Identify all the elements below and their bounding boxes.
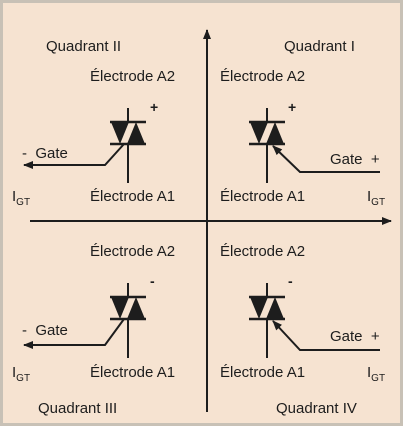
gate-current-arrow-q2 [23, 143, 125, 169]
q4-igt-main: I [367, 364, 372, 381]
q1-gate-label: Gate + [330, 151, 380, 169]
q4-gate-label: Gate + [330, 328, 380, 346]
q2-igt-main: I [12, 188, 17, 205]
q3-electrode-a1-label: Électrode A1 [90, 364, 176, 381]
q2-a2-polarity: + [150, 99, 159, 115]
q2-electrode-a1-label: Électrode A1 [90, 188, 176, 205]
q2-gate-label: - Gate [22, 145, 68, 163]
quadrant-iv-title: Quadrant IV [276, 400, 357, 417]
q3-gate-text: Gate [35, 322, 68, 339]
q3-igt-sub: GT [16, 373, 31, 384]
q3-igt-main: I [12, 364, 17, 381]
q4-igt-label: IGT [367, 364, 385, 388]
quadrant-i-title: Quadrant I [284, 38, 355, 55]
q4-electrode-a2-label: Électrode A2 [220, 243, 306, 260]
q4-gate-sign: + [370, 328, 380, 345]
triac-symbol-q2 [110, 108, 146, 183]
q1-igt-label: IGT [367, 188, 385, 212]
q4-a2-polarity: - [288, 273, 293, 289]
gate-current-arrow-q3 [23, 318, 125, 349]
q3-electrode-a2-label: Électrode A2 [90, 243, 176, 260]
q1-gate-text: Gate [330, 151, 363, 168]
q4-electrode-a1-label: Électrode A1 [220, 364, 306, 381]
triac-symbol-q3 [110, 283, 146, 358]
q3-igt-label: IGT [12, 364, 30, 388]
q1-electrode-a2-label: Électrode A2 [220, 68, 306, 85]
triac-symbol-q4 [249, 283, 285, 358]
gate-current-arrow-q1 [272, 145, 380, 173]
q1-a2-polarity: + [288, 99, 297, 115]
q3-gate-label: - Gate [22, 322, 68, 340]
q1-igt-sub: GT [371, 197, 386, 208]
q3-gate-sign: - [22, 322, 27, 339]
q3-a2-polarity: - [150, 273, 155, 289]
q4-gate-text: Gate [330, 328, 363, 345]
q2-gate-sign: - [22, 145, 27, 162]
q4-igt-sub: GT [371, 373, 386, 384]
q1-gate-sign: + [370, 151, 380, 168]
quadrant-ii-title: Quadrant II [46, 38, 122, 55]
q2-igt-sub: GT [16, 197, 31, 208]
gate-current-arrow-q4 [272, 320, 380, 351]
q2-igt-label: IGT [12, 188, 30, 212]
q1-electrode-a1-label: Électrode A1 [220, 188, 306, 205]
q2-gate-text: Gate [35, 145, 68, 162]
triac-symbol-q1 [249, 108, 285, 183]
q2-electrode-a2-label: Électrode A2 [90, 68, 176, 85]
q1-igt-main: I [367, 188, 372, 205]
quadrant-iii-title: Quadrant III [38, 400, 118, 417]
